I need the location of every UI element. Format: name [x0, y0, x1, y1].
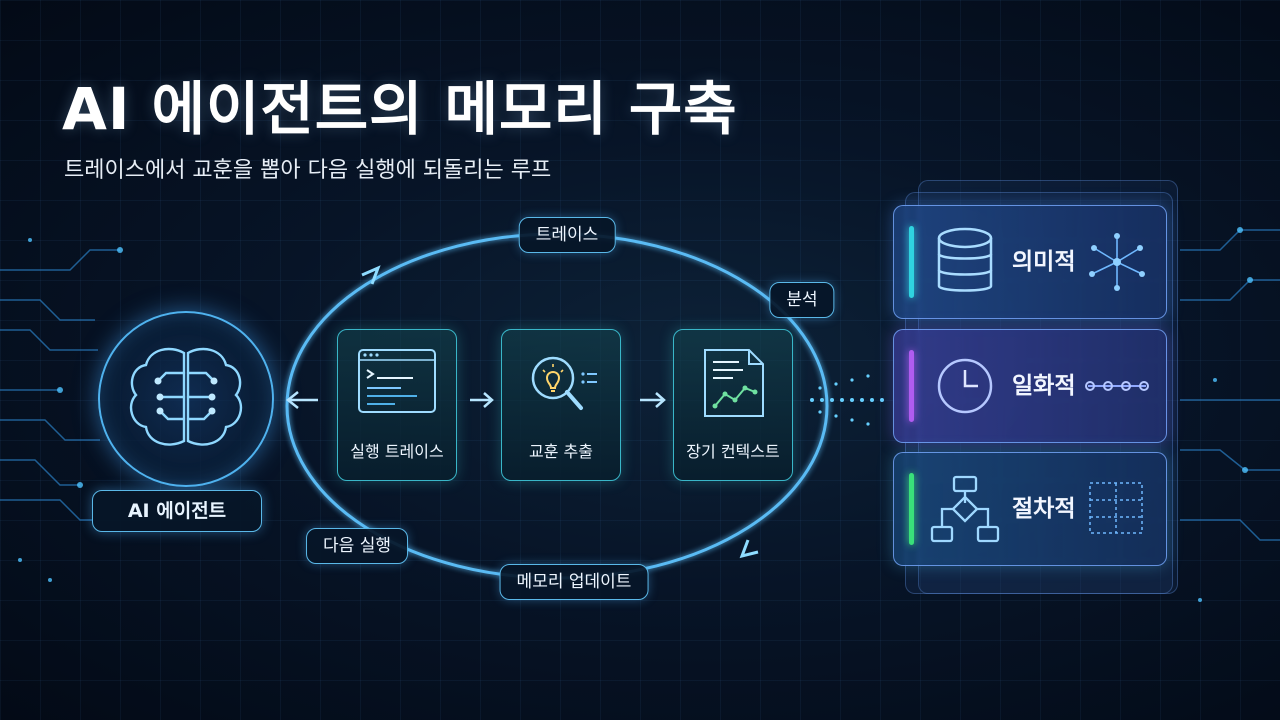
accent-bar [909, 350, 914, 422]
step-arrow-1 [470, 392, 494, 408]
flowchart-icon [930, 475, 1000, 543]
agent-label: AI 에이전트 [92, 490, 262, 532]
arrow-to-agent [285, 391, 318, 409]
loop-label-memory-update: 메모리 업데이트 [499, 564, 649, 600]
memory-label: 절차적 [1012, 496, 1076, 522]
brain-icon [129, 347, 243, 446]
timeline-icon [1085, 381, 1149, 391]
connector-dots [810, 374, 884, 426]
agent-circle [98, 311, 274, 487]
accent-bar [909, 473, 914, 545]
step-long-term-context: 장기 컨텍스트 [673, 329, 793, 481]
loop-label-trace: 트레이스 [518, 217, 616, 253]
database-icon [937, 227, 993, 292]
network-icon [1089, 233, 1145, 291]
loop-arrow-top-left [361, 265, 381, 285]
memory-label: 일화적 [1012, 373, 1076, 399]
document-chart-icon [704, 349, 764, 417]
loop-arrow-bottom-right [739, 539, 759, 559]
left-circuit-traces [0, 249, 120, 521]
step-lesson-extraction: 교훈 추출 [501, 329, 621, 481]
step-label: 장기 컨텍스트 [686, 442, 780, 461]
loop-label-next-run: 다음 실행 [306, 528, 408, 564]
memory-label: 의미적 [1012, 249, 1076, 275]
step-execution-trace: 실행 트레이스 [337, 329, 457, 481]
memory-card-episodic: 일화적 [893, 329, 1167, 443]
memory-card-semantic: 의미적 [893, 205, 1167, 319]
page-title: AI 에이전트의 메모리 구축 [62, 75, 738, 143]
clock-icon [937, 358, 993, 414]
terminal-icon [358, 349, 436, 413]
loop-label-analysis: 분석 [769, 282, 835, 318]
lightbulb-magnifier-icon [531, 356, 597, 410]
step-arrow-2 [640, 392, 666, 408]
page-subtitle: 트레이스에서 교훈을 뽑아 다음 실행에 되돌리는 루프 [64, 158, 552, 183]
step-label: 실행 트레이스 [350, 442, 444, 461]
right-circuit-traces [1180, 229, 1280, 541]
step-label: 교훈 추출 [529, 442, 593, 461]
accent-bar [909, 226, 914, 298]
memory-card-procedural: 절차적 [893, 452, 1167, 566]
dotted-grid-icon [1089, 482, 1143, 534]
